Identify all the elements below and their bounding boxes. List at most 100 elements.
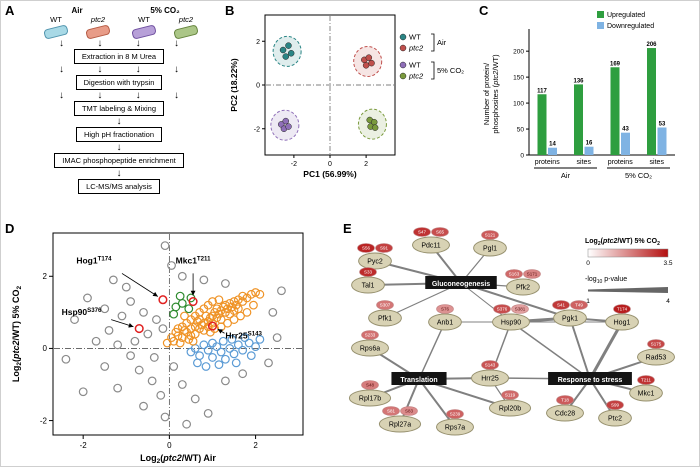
edge-Translation-Anb1 <box>418 321 446 380</box>
condition-label: 5% CO₂ <box>150 6 180 15</box>
node-label: Rpl17b <box>359 396 381 403</box>
bar-value: 136 <box>573 78 584 84</box>
scatter-point-not-significant <box>121 282 131 292</box>
scatter-point-upregulated <box>229 306 239 315</box>
scatter-point-not-significant <box>156 390 166 400</box>
node-label: Rpl20b <box>499 406 521 413</box>
node-Pgk1 <box>553 309 587 327</box>
scatter-point-downregulated <box>246 351 256 361</box>
x-axis-label: PC1 (56.99%) <box>303 169 357 179</box>
y-tick-label: 100 <box>513 101 524 108</box>
pca-point <box>371 124 379 131</box>
node-label: Rps6a <box>360 346 380 353</box>
highlight-point-Mkc1 <box>188 296 198 307</box>
highlight-point-Hrr25 <box>207 321 218 331</box>
badge-label: S81 <box>387 409 396 414</box>
workflow-steps: ↓↓↓↓Extraction in 8 M Urea↓↓↓↓Digestion … <box>15 38 223 194</box>
node-label: Pgk1 <box>562 316 578 323</box>
y-tick-label: 2 <box>256 39 260 46</box>
scatter-point-upregulated <box>180 311 189 321</box>
scatter-point-not-significant <box>149 353 159 362</box>
hub-label: Gluconeogenesis <box>432 281 490 288</box>
scatter-point-not-significant <box>139 307 148 317</box>
annotation-label-Hog1: Hog1T174 <box>76 256 112 266</box>
cluster-ellipse <box>270 109 300 141</box>
highlight-point-Hog1 <box>158 295 168 305</box>
scatter-point-not-significant <box>264 358 273 368</box>
y-tick-label: 0 <box>256 83 260 90</box>
node-Hrr25 <box>471 369 509 387</box>
scatter-point-not-significant <box>167 261 176 270</box>
bar-value: 43 <box>622 127 629 133</box>
legend-entry-label: WT <box>409 61 421 70</box>
scatter-point-not-significant <box>272 333 282 343</box>
phosphosite-badge <box>556 395 574 405</box>
scatter-point-not-significant <box>117 311 127 321</box>
legend-entry-label: ptc2 <box>408 72 424 81</box>
phosphosite-badge <box>400 406 418 416</box>
bar-value: 169 <box>610 61 621 67</box>
scatter-point-not-significant <box>190 394 200 404</box>
scatter-point-downregulated <box>227 335 237 344</box>
annotation-label-Hrr25: Hrr25S143 <box>225 330 262 340</box>
scatter-point-not-significant <box>126 297 135 306</box>
scatter-point-not-significant <box>108 275 118 285</box>
y-tick-label: 200 <box>513 49 524 56</box>
phosphosite-badge <box>375 243 393 253</box>
category-label: sites <box>577 159 592 166</box>
category-label: sites <box>650 159 665 166</box>
scatter-point-downregulated <box>195 351 204 361</box>
scatter-point-downregulated <box>231 358 241 368</box>
scatter-point-not-significant <box>147 376 157 386</box>
phosphosite-badge <box>606 400 624 410</box>
y-axis-label: PC2 (18.22%) <box>229 58 239 112</box>
down-arrow-icon: ↓ <box>59 63 64 75</box>
hub-Translation <box>391 372 447 385</box>
y-axis-label-line1: Number of protein/ <box>482 62 491 125</box>
annotation-arrow <box>121 273 159 297</box>
node-label: Mkc1 <box>638 391 655 398</box>
edge-Response to stress-Pgk1 <box>569 317 591 380</box>
legend-dot <box>399 33 407 41</box>
phosphosite-badge <box>382 406 400 416</box>
sample-label: WT <box>50 15 62 24</box>
bar-upregulated-2 <box>610 67 620 155</box>
pvalue-max-label: 4 <box>666 298 670 305</box>
legend-entry-label: WT <box>409 33 421 42</box>
scatter-point-not-significant <box>100 362 110 371</box>
scatter-point-downregulated <box>212 342 222 352</box>
scatter-point-upregulated <box>223 304 232 314</box>
node-Rps6a <box>351 339 389 357</box>
scatter-point-upregulated <box>184 335 194 344</box>
scatter-point-not-significant <box>277 286 286 296</box>
phosphosite-badge <box>481 360 499 370</box>
pca-point <box>368 59 375 67</box>
pca-point <box>285 42 292 49</box>
legend-group-label: Air <box>437 38 447 47</box>
down-arrow-icon: ↓ <box>173 63 179 75</box>
badge-label: S381 <box>515 307 526 312</box>
phosphosite-badge <box>357 243 375 253</box>
scatter-point-upregulated <box>210 324 220 333</box>
flow-arrow-row: ↓↓↓↓ <box>49 90 189 101</box>
scatter-point-upregulated <box>251 288 260 297</box>
badge-label: S48 <box>366 383 375 388</box>
bar-upregulated-0 <box>537 94 547 155</box>
x-axis-label: Log2(ptc2/WT) Air <box>140 453 216 465</box>
phosphosite-badge <box>361 330 379 340</box>
node-Pfk1 <box>368 309 402 327</box>
node-Rpl27a <box>378 415 422 433</box>
flow-arrow-row: ↓↓↓↓ <box>49 38 189 49</box>
scatter-point-not-significant <box>268 307 278 317</box>
badge-label: S307 <box>380 303 391 308</box>
pca-point <box>282 117 290 125</box>
flow-step-box: IMAC phosphopeptide enrichment <box>54 153 184 168</box>
panel-d-label: D <box>5 221 15 236</box>
scatter-point-downregulated <box>201 362 211 371</box>
phosphosite-badge <box>647 339 665 349</box>
scatter-point-upregulated <box>218 302 228 312</box>
hub-label: Translation <box>400 377 437 384</box>
y-tick-label: -2 <box>40 416 48 425</box>
x-tick-label: 0 <box>328 161 332 168</box>
